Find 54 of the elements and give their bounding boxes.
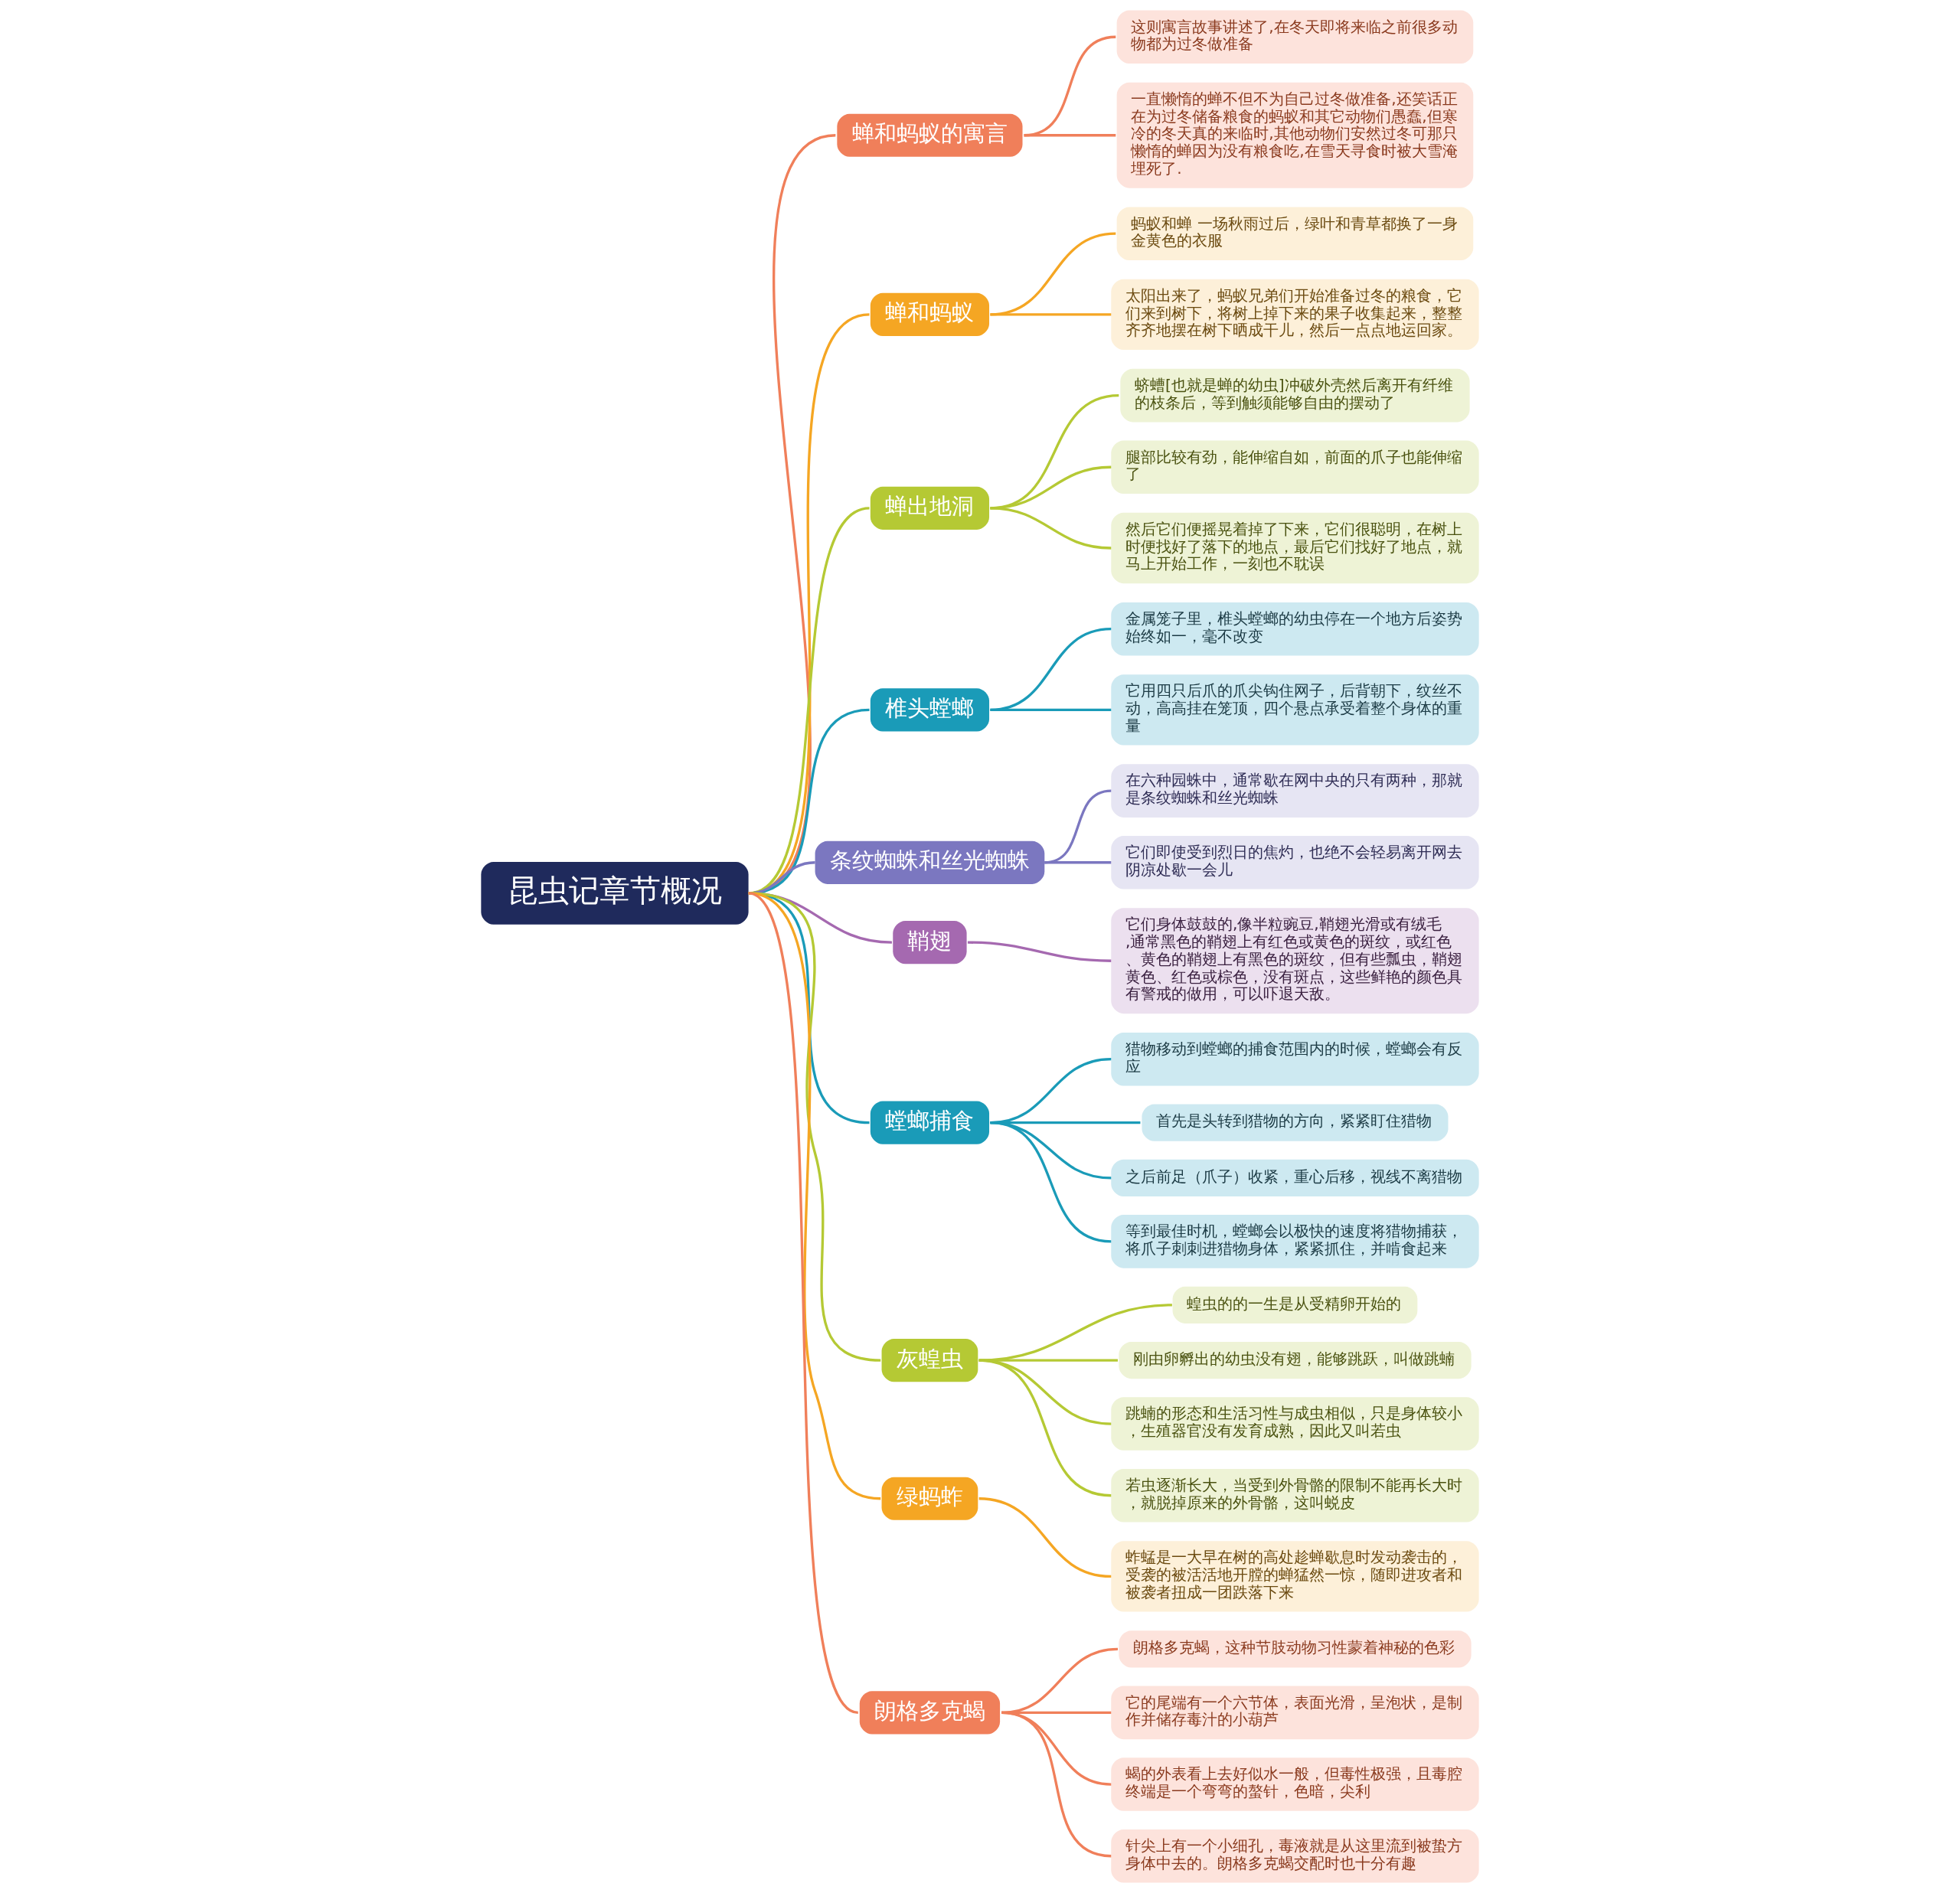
connector	[748, 892, 881, 1500]
node-box: 然后它们便摇晃着掉了下来，它们很聪明，在树上时便找好了落下的地点，最后它们找好了地点，就马上开始工作，一刻也不耽误	[1111, 512, 1479, 584]
node-box: 蝉和蚂蚁	[870, 292, 990, 336]
connector	[990, 313, 1112, 316]
connector	[1044, 789, 1112, 864]
connector	[1024, 35, 1116, 137]
node-box: 金属笼子里，椎头螳螂的幼虫停在一个地方后姿势始终如一，毫不改变	[1111, 602, 1479, 656]
node-box: 昆虫记章节概况	[481, 862, 749, 925]
node-box: 朗格多克蝎	[859, 1691, 1001, 1735]
connector	[990, 232, 1116, 316]
connector	[990, 507, 1112, 550]
connector	[967, 941, 1112, 962]
node-box: 蛴螬[也就是蝉的幼虫]冲破外壳然后离开有纤维的枝条后，等到触须能够自由的摆动了	[1120, 368, 1470, 423]
connector	[978, 1359, 1112, 1497]
node-box: 之后前足（爪子）收紧，重心后移，视线不离猎物	[1111, 1159, 1479, 1196]
node-box: 一直懒惰的蝉不但不为自己过冬做准备,还笑话正在为过冬储备粮食的蚂蚁和其它动物们愚蠢,但寒冷的冬天真的来临时,其他动物们安然过冬可那只懒惰的蝉因为没有粮食吃,在雪天寻食时被大雪淹埋死了.	[1116, 82, 1474, 188]
node-box: 猎物移动到螳螂的捕食范围内的时候，螳螂会有反应	[1111, 1032, 1479, 1086]
node-box: 蝎的外表看上去好似水一般，但毒性极强，且毒腔终端是一个弯弯的螯针，色暗，尖利	[1111, 1758, 1479, 1811]
node-box: 条纹蜘蛛和丝光蜘蛛	[815, 840, 1045, 884]
node-box: 鞘翅	[893, 921, 967, 964]
node-box: 等到最佳时机，螳螂会以极快的速度将猎物捕获，将爪子刺刺进猎物身体，紧紧抓住，并啃食起来	[1111, 1215, 1479, 1268]
connector	[990, 708, 1112, 712]
connector	[1001, 1711, 1112, 1858]
node-box: 针尖上有一个小细孔，毒液就是从这里流到被蛰方身体中去的。朗格多克蝎交配时也十分有趣	[1111, 1829, 1479, 1883]
connector	[978, 1359, 1118, 1362]
node-box: 跳蝻的形态和生活习性与成虫相似，只是身体较小，生殖器官没有发育成熟，因此又叫若虫	[1111, 1397, 1479, 1451]
node-box: 绿蚂蚱	[881, 1477, 978, 1520]
connector	[1024, 134, 1116, 137]
connector	[978, 1497, 1112, 1578]
node-box: 这则寓言故事讲述了,在冬天即将来临之前很多动物都为过冬做准备	[1116, 10, 1474, 64]
node-box: 它的尾端有一个六节体，表面光滑，呈泡状，是制作并储存毒汁的小葫芦	[1111, 1686, 1479, 1740]
node-box: 蝉出地洞	[870, 486, 990, 530]
node-box: 蝗虫的的一生是从受精卵开始的	[1172, 1286, 1418, 1323]
node-box: 蚂蚁和蝉 一场秋雨过后，绿叶和青草都换了一身金黄色的衣服	[1116, 207, 1474, 260]
node-box: 灰蝗虫	[881, 1339, 978, 1382]
connector	[1044, 861, 1112, 864]
node-box: 它用四只后爪的爪尖钩住网子，后背朝下，纹丝不动，高高挂在笼顶，四个悬点承受着整个身体的重量	[1111, 674, 1479, 746]
node-box: 椎头螳螂	[870, 688, 990, 732]
node-box: 它们身体鼓鼓的,像半粒豌豆,鞘翅光滑或有绒毛,通常黑色的鞘翅上有红色或黄色的斑纹，或红色、黄色的鞘翅上有黑色的斑纹，但有些瓢虫，鞘翅黄色、红色或棕色，没有斑点，这些鲜艳的颜色具有警戒的做用，可以吓退天敌。	[1111, 908, 1479, 1014]
node-box: 刚由卵孵出的幼虫没有翅，能够跳跃，叫做跳蝻	[1119, 1342, 1472, 1379]
node-box: 首先是头转到猎物的方向，紧紧盯住猎物	[1142, 1104, 1449, 1141]
node-box: 腿部比较有劲，能伸缩自如，前面的爪子也能伸缩了	[1111, 440, 1479, 494]
node-box: 蝉和蚂蚁的寓言	[837, 113, 1023, 157]
connector	[747, 892, 859, 1714]
connector	[978, 1304, 1172, 1362]
node-box: 在六种园蛛中，通常歇在网中央的只有两种，那就是条纹蜘蛛和丝光蜘蛛	[1111, 764, 1479, 818]
connector	[990, 1121, 1112, 1243]
node-box: 朗格多克蝎，这种节肢动物习性蒙着神秘的色彩	[1119, 1630, 1472, 1668]
node-box: 它们即使受到烈日的焦灼，也绝不会轻易离开网去阴凉处歇一会儿	[1111, 836, 1479, 889]
node-box: 蚱蜢是一大早在树的高处趁蝉歇息时发动袭击的，受袭的被活活地开膛的蝉猛然一惊，随即进攻者和被袭者扭成一团跌落下来	[1111, 1541, 1479, 1612]
node-box: 太阳出来了，蚂蚁兄弟们开始准备过冬的粮食，它们来到树下，将树上掉下来的果子收集起来，整整齐齐地摆在树下晒成干儿，然后一点点地运回家。	[1111, 279, 1479, 351]
node-box: 若虫逐渐长大，当受到外骨骼的限制不能再长大时，就脱掉原来的外骨骼，这叫蜕皮	[1111, 1468, 1479, 1523]
node-box: 螳螂捕食	[870, 1101, 990, 1144]
connector	[990, 628, 1112, 712]
